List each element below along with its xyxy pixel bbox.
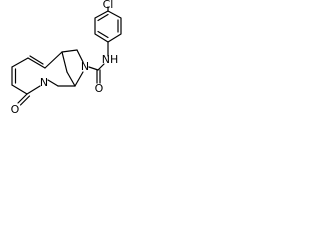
bridge-bond-1 (66, 71, 76, 87)
lactam-o-bond-b (19, 95, 31, 106)
pyridone-bond-1 (44, 51, 63, 69)
phenyl-double-bond-1 (97, 13, 109, 22)
pyridone-bond-7 (26, 85, 41, 95)
chemical-structure-canvas: Cl NH N N O O (0, 0, 139, 130)
nh-carbonyl-bond (97, 63, 105, 71)
bonds (11, 6, 122, 106)
ring-n-label: N (40, 76, 48, 89)
pyridone-bond-3 (27, 57, 46, 69)
amide-n-label: N (81, 60, 89, 73)
pyridone-bond-4 (11, 57, 29, 68)
amide-nh-label: NH (102, 53, 119, 66)
ring-bond-2 (61, 49, 78, 53)
amide-o-label: O (95, 82, 104, 95)
phenyl-double-bond-3 (97, 30, 109, 39)
ring-bond-3 (74, 71, 84, 87)
chlorine-atom-label: Cl (103, 0, 114, 11)
carbonyl-n-bond (88, 66, 99, 71)
pyridone-bond-2 (47, 79, 59, 87)
pyridone-double-bond-3 (29, 55, 44, 65)
pyridone-bond-6 (11, 84, 28, 95)
lactam-o-bond-a (17, 93, 28, 104)
molecule-diagram: Cl NH N N O O (11, 0, 122, 116)
ring-bond-1 (76, 49, 84, 63)
bridge-bond-2 (61, 51, 68, 73)
lactam-o-label: O (11, 103, 20, 116)
